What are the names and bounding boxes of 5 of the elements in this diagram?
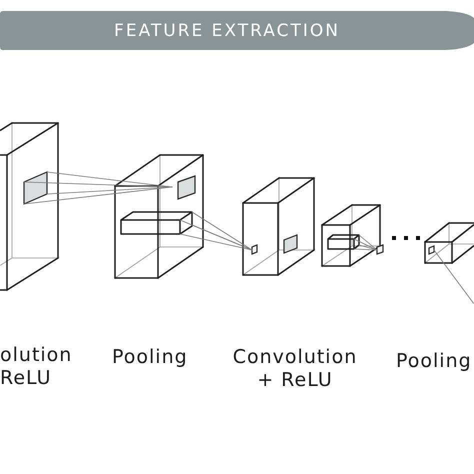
layer-label: olution ReLU bbox=[0, 344, 74, 390]
layer-label: Pooling bbox=[112, 346, 188, 369]
title: FEATURE EXTRACTION bbox=[114, 21, 340, 41]
layer-label: Pooling bbox=[396, 350, 472, 373]
layer-label: Convolution + ReLU bbox=[232, 346, 358, 392]
